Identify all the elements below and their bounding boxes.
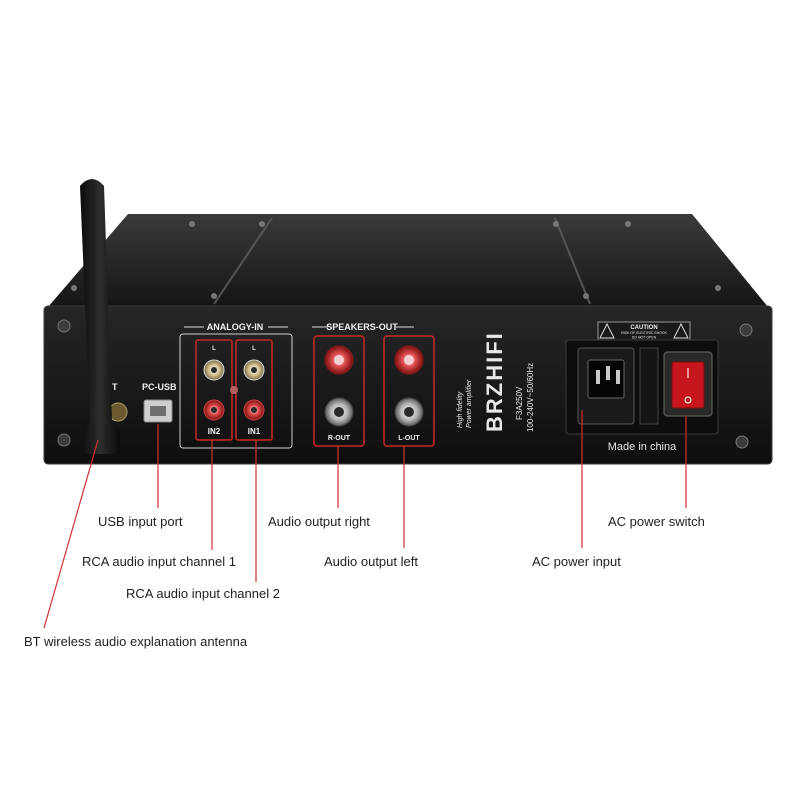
top-screw-icon [71,285,77,291]
rca-pin-icon [211,407,217,413]
callout-ac-input: AC power input [532,554,621,569]
antenna-icon [80,179,120,454]
made-in-label: Made in china [608,441,677,453]
top-seam-right [554,217,591,305]
caution-line2: DO NOT OPEN [632,336,657,340]
top-screw-icon [715,285,721,291]
bt-connector: T [108,382,128,422]
iec-pin-icon [606,366,610,380]
callout-ac-switch: AC power switch [608,514,705,529]
top-screw-icon [189,221,195,227]
pc-usb-label: PC-USB [142,382,177,392]
ground-screw-icon [230,386,238,394]
branding: High fidelity Power amplifier BRZHIFI F3… [457,331,535,432]
terminal-core-icon [334,355,344,365]
power-switch-icon [671,361,705,409]
leader-bt-antenna [43,439,99,629]
ac-power-section: Made in china [565,339,719,453]
terminal-core-icon [404,355,414,365]
analog-in-section: ANALOGY-IN L L IN2 IN1 [179,322,293,449]
iec-pin-icon [616,370,620,384]
analog-in-header: ANALOGY-IN [207,322,264,332]
rca-pin-icon [211,367,217,373]
in1-label: IN1 [248,427,261,436]
panel-screw-icon [739,323,753,337]
rca-l-mark: L [212,346,216,352]
callout-bt-antenna: BT wireless audio explanation antenna [24,634,248,649]
top-screw-icon [259,221,265,227]
terminal-core-icon [404,407,414,417]
top-screw-icon [553,221,559,227]
pc-usb-group: PC-USB [142,382,177,423]
subtitle-line2: Power amplifier [466,379,473,428]
caution-label: CAUTION RISK OF ELECTRIC SHOCK DO NOT OP… [597,321,691,341]
speakers-out-header: SPEAKERS-OUT [326,322,398,332]
warning-triangle-icon [673,322,689,339]
voltage-rating: 100-240V~50/60Hz [526,363,535,432]
chassis-top [48,214,768,307]
caution-title: CAUTION [630,325,657,331]
callout-usb-input: USB input port [98,514,183,529]
top-screw-icon [583,293,589,299]
top-screw-icon [625,221,631,227]
l-out-highlight-box [383,335,435,447]
panel-screw-icon [57,433,71,447]
callout-labels: USB input port RCA audio input channel 1… [24,514,705,649]
switch-off-mark-icon [684,396,692,404]
panel-screw-icon [57,319,71,333]
fuse-holder-icon [639,347,659,425]
terminal-core-icon [334,407,344,417]
callout-audio-left: Audio output left [324,554,418,569]
speakers-out-section: SPEAKERS-OUT R-OUT L-OUT [312,322,435,447]
top-screw-icon [211,293,217,299]
subtitle-line1: High fidelity [457,391,464,428]
r-out-label: R-OUT [328,435,351,442]
callout-rca-ch2: RCA audio input channel 2 [126,586,280,601]
l-out-label: L-OUT [398,435,420,442]
fuse-rating: F3A250V [515,386,524,420]
analog-in-frame [179,333,293,449]
iec-pin-icon [596,370,600,384]
in2-label: IN2 [208,427,221,436]
rca-pin-icon [251,367,257,373]
leader-lines [43,410,687,629]
bt-label: T [112,382,118,392]
caution-line1: RISK OF ELECTRIC SHOCK [621,331,667,335]
panel-screw-icon [735,435,749,449]
rca-l-mark: L [252,346,256,352]
r-out-highlight-box [313,335,365,447]
callout-audio-right: Audio output right [268,514,370,529]
bt-antenna [80,179,120,454]
brand-logo: BRZHIFI [482,331,507,432]
warning-triangle-icon [599,322,615,339]
callout-rca-ch1: RCA audio input channel 1 [82,554,236,569]
top-seam-left [213,217,273,305]
rca-pin-icon [251,407,257,413]
usb-b-port-inner-icon [150,406,166,416]
